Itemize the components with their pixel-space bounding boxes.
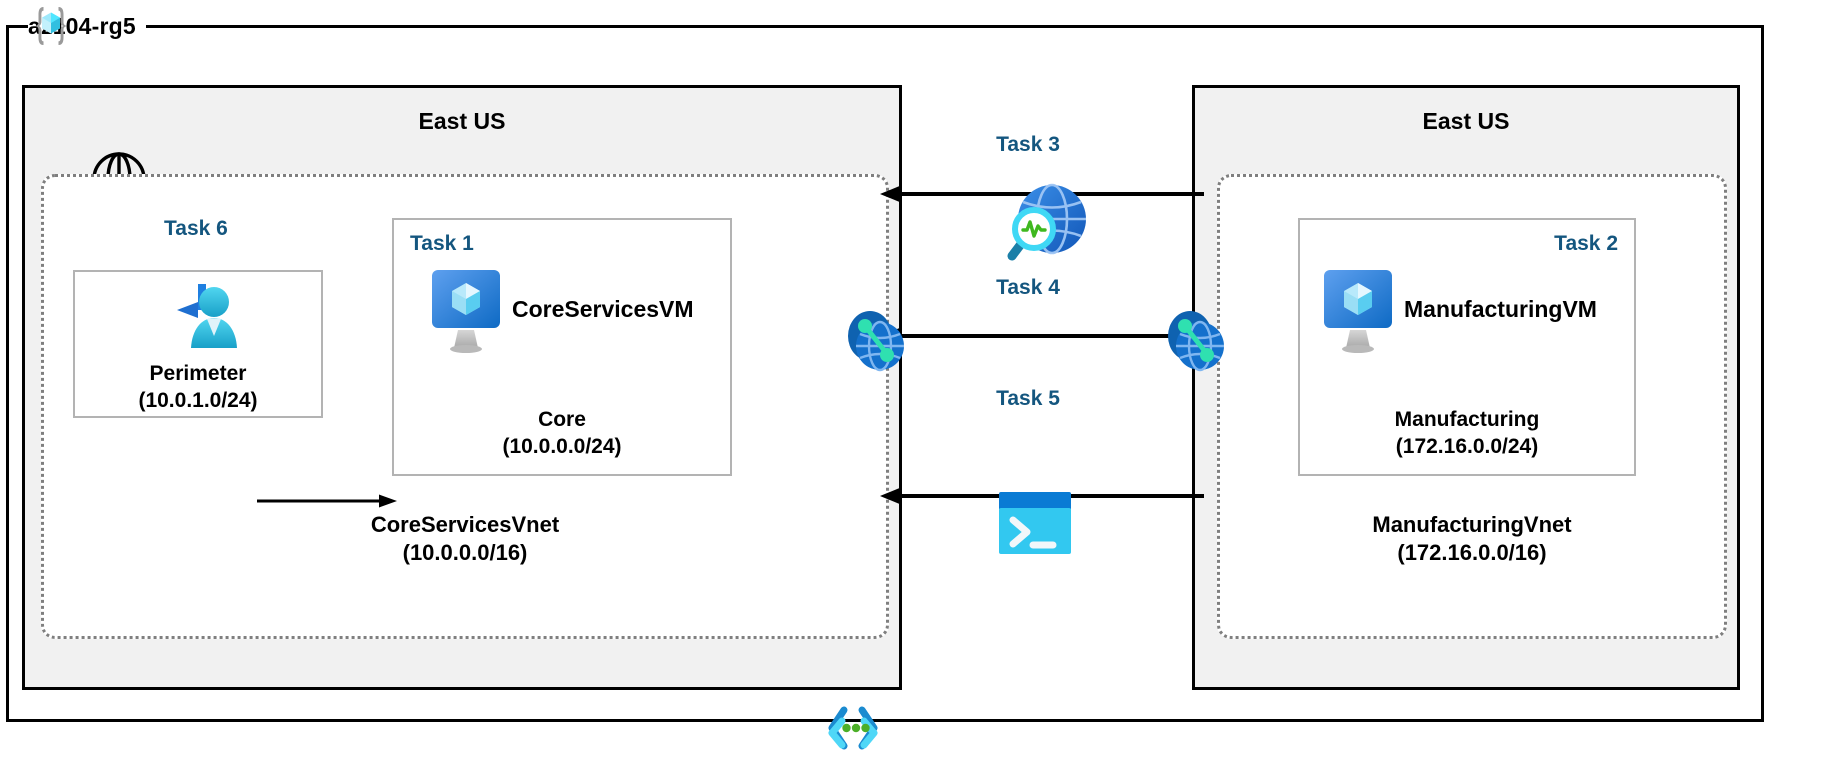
- subnet-perimeter-name: Perimeter: [149, 362, 247, 385]
- connection-label-task5: Task 5: [996, 387, 1060, 410]
- subnet-core-name: Core: [538, 408, 586, 431]
- vnet-manufacturing: ManufacturingVnet (172.16.0.0/16) Task 2: [1217, 174, 1727, 639]
- resource-group-title: az104-rg5: [28, 4, 146, 48]
- region-title-right: East US: [1422, 108, 1510, 134]
- vnet-manufacturing-cidr: (172.16.0.0/16): [1397, 540, 1547, 566]
- vm-name-coreservicesvm: CoreServicesVM: [512, 296, 694, 322]
- arrow-task4: [880, 327, 1204, 345]
- network-watcher-icon: [1000, 181, 1092, 273]
- subnet-manufacturing-name: Manufacturing: [1394, 408, 1540, 431]
- subnet-perimeter: Perimeter (10.0.1.0/24): [73, 270, 323, 418]
- subnet-manufacturing: Task 2: [1298, 218, 1636, 476]
- vm-name-manufacturingvm: ManufacturingVM: [1404, 296, 1597, 322]
- region-box-east-us-right: East US ManufacturingVnet (172.16.0.0/16…: [1192, 85, 1740, 690]
- subnet-core-caption: Core (10.0.0.0/24): [394, 406, 730, 461]
- vnet-peering-icon: [1165, 308, 1227, 374]
- subnet-perimeter-caption: Perimeter (10.0.1.0/24): [75, 360, 321, 415]
- vnet-manufacturing-label: ManufacturingVnet (172.16.0.0/16): [1220, 511, 1724, 567]
- subnet-core-cidr: (10.0.0.0/24): [502, 435, 622, 459]
- region-title-left: East US: [418, 108, 506, 134]
- vnet-peering-icon: [845, 308, 907, 374]
- resource-group-frame: [6, 25, 1764, 722]
- arm-template-icon: [825, 702, 881, 754]
- connection-label-task3: Task 3: [996, 133, 1060, 156]
- subnet-manufacturing-caption: Manufacturing (172.16.0.0/24): [1300, 406, 1634, 461]
- user-access-icon: [169, 280, 241, 356]
- vnet-manufacturing-name: ManufacturingVnet: [1372, 512, 1572, 537]
- task-tag-1: Task 1: [410, 232, 474, 255]
- vnet-coreservices: CoreServicesVnet (10.0.0.0/16) Task 6: [41, 174, 889, 639]
- arrow-perimeter-to-core: [257, 493, 399, 509]
- task-tag-2: Task 2: [1554, 232, 1618, 255]
- subnet-manufacturing-cidr: (172.16.0.0/24): [1395, 435, 1539, 459]
- subnet-core: Task 1: [392, 218, 732, 476]
- connection-label-task4: Task 4: [996, 276, 1060, 299]
- region-box-east-us-left: East US CoreServicesVnet (10.0.0.0/16): [22, 85, 902, 750]
- vnet-coreservices-name: CoreServicesVnet: [370, 512, 560, 537]
- cloud-shell-icon: [997, 490, 1073, 556]
- vnet-coreservices-label: CoreServicesVnet (10.0.0.0/16): [44, 511, 886, 567]
- task-tag-6: Task 6: [164, 217, 228, 240]
- subnet-perimeter-cidr: (10.0.1.0/24): [138, 389, 258, 413]
- azure-resource-group-icon: [28, 3, 74, 49]
- vnet-coreservices-cidr: (10.0.0.0/16): [402, 540, 528, 566]
- virtual-machine-icon: [430, 268, 502, 354]
- virtual-machine-icon: [1322, 268, 1394, 354]
